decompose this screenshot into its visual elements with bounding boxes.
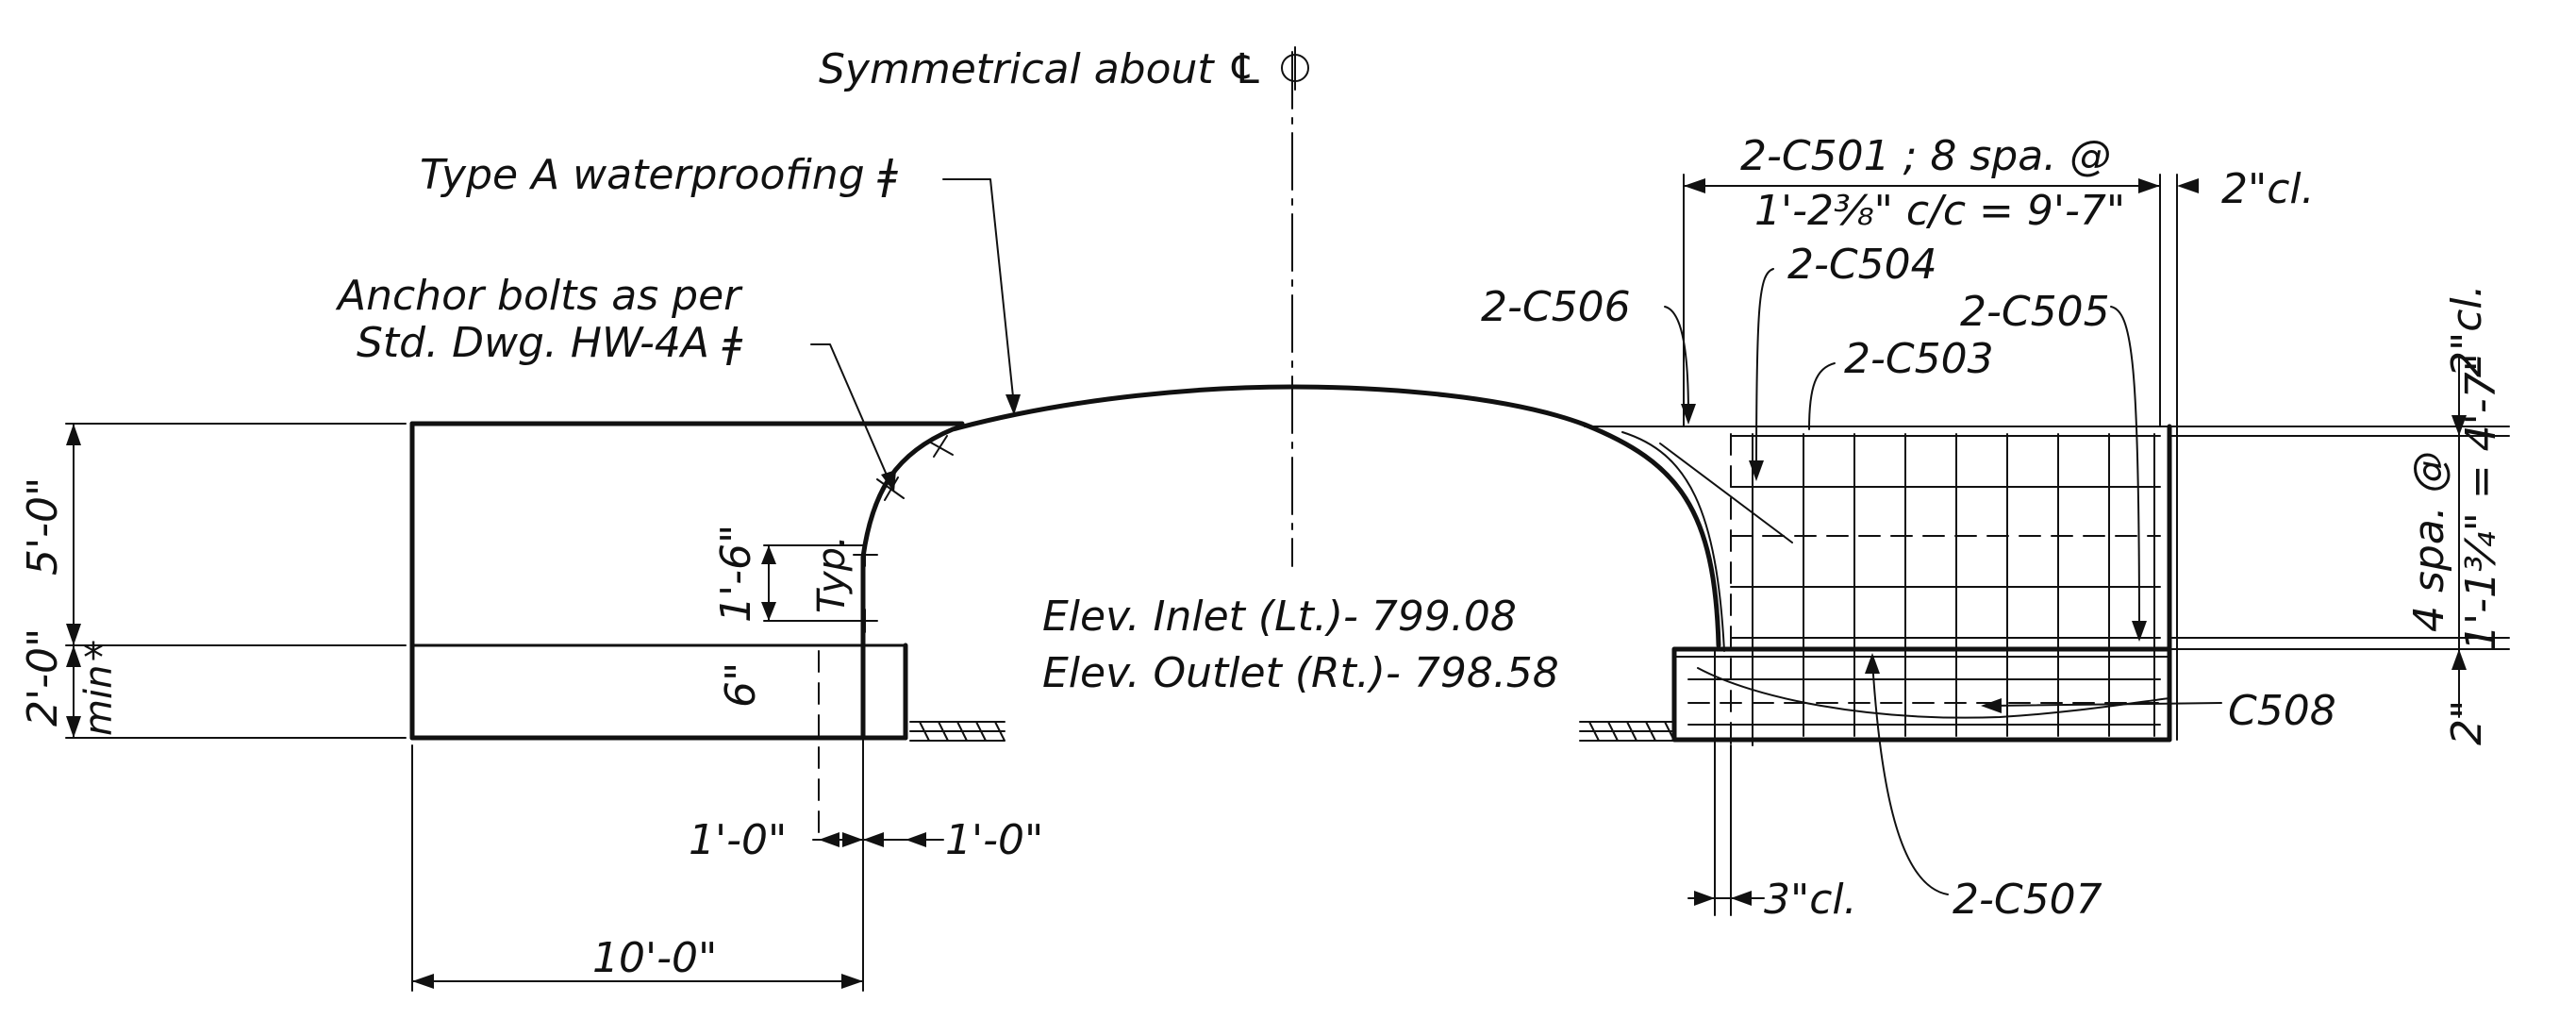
ground-hatch-left [909,721,1005,742]
leader-lines [810,178,2222,895]
rebar-c501-line2: 1'-2⅜" c/c = 9'-7" [1754,187,2125,235]
dim-two-in: 2" [2443,700,2491,745]
left-wall [409,421,965,841]
dim-six-in: 6" [717,662,765,708]
note-elev-inlet: Elev. Inlet (Lt.)- 799.08 [1042,593,1517,641]
rebar-grid [1621,431,2170,746]
dim-star: * [83,634,104,682]
note-elev-outlet: Elev. Outlet (Rt.)- 798.58 [1042,649,1559,697]
note-waterproofing: Type A waterproofing ǂ [420,151,899,199]
rebar-c507: 2-C507 [1953,876,2102,924]
note-anchor-line2: Std. Dwg. HW-4A ǂ [357,319,743,367]
rebar-c505: 2-C505 [1960,288,2110,336]
anchor-bolt-marks [853,435,954,633]
centerline-symbol-icon [1281,46,1309,91]
dim-ten-ft: 10'-0" [592,934,717,982]
dim-min: min [77,665,121,736]
dim-typ: Typ. [810,535,854,613]
dim-one-ft-right: 1'-0" [945,816,1043,864]
rebar-c503: 2-C503 [1844,335,1994,383]
right-footing [1671,424,2178,743]
dim-clear-2in-top: 2"cl. [2221,165,2315,213]
rebar-c504: 2-C504 [1787,241,1937,289]
dim-spa-line2: 1'-1¾" = 4'-7" [2457,353,2505,651]
dim-one-ft-left: 1'-0" [689,816,787,864]
dim-clear-3in: 3"cl. [1764,876,1857,924]
dim-height-5ft: 5'-0" [19,477,67,576]
dim-height-2ft: 2'-0" [19,628,67,727]
note-anchor-line1: Anchor bolts as per [335,272,743,320]
rebar-c501-line1: 2-C501 ; 8 spa. @ [1740,132,2111,180]
dim-clear-2in-side: 2"cl. [2443,284,2491,377]
rebar-c506: 2-C506 [1481,283,1631,331]
dim-spa-line1: 4 spa. @ [2405,451,2453,632]
ground-hatch-right [1579,721,1675,742]
arrowheads [66,178,2467,989]
rebar-c508: C508 [2228,687,2336,735]
dim-typ-spacing: 1'-6" [712,525,760,623]
note-symmetry: Symmetrical about ℄ [819,45,1264,93]
